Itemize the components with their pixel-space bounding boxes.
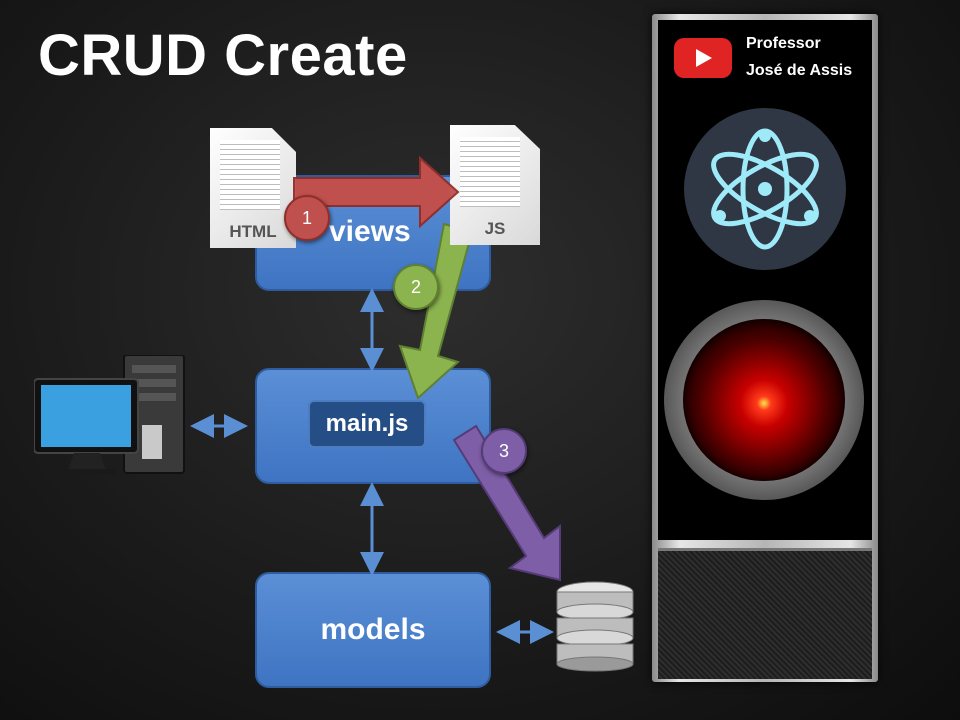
js-file-icon: JS (450, 125, 540, 245)
youtube-icon[interactable] (674, 38, 732, 78)
mainjs-label: main.js (308, 400, 426, 448)
channel-name: Professor José de Assis (746, 30, 852, 84)
channel-name-line2: José de Assis (746, 62, 853, 79)
slide-title: CRUD Create (38, 23, 408, 88)
database-icon (556, 581, 634, 672)
electron-icon (684, 108, 846, 270)
desktop-computer-icon (34, 355, 185, 475)
step-3-badge: 3 (481, 428, 527, 474)
step-2-badge: 2 (393, 264, 439, 310)
hal-speaker-grille (658, 548, 872, 679)
step2-arrow (398, 222, 474, 400)
models-label: models (320, 613, 426, 646)
hal-eye-lens (683, 319, 845, 481)
models-box: models (255, 572, 491, 688)
html-file-icon: HTML (210, 128, 296, 248)
step-1-badge: 1 (284, 195, 330, 241)
js-file-label: JS (484, 219, 506, 238)
channel-name-line1: Professor (746, 35, 821, 52)
html-file-label: HTML (229, 222, 277, 241)
